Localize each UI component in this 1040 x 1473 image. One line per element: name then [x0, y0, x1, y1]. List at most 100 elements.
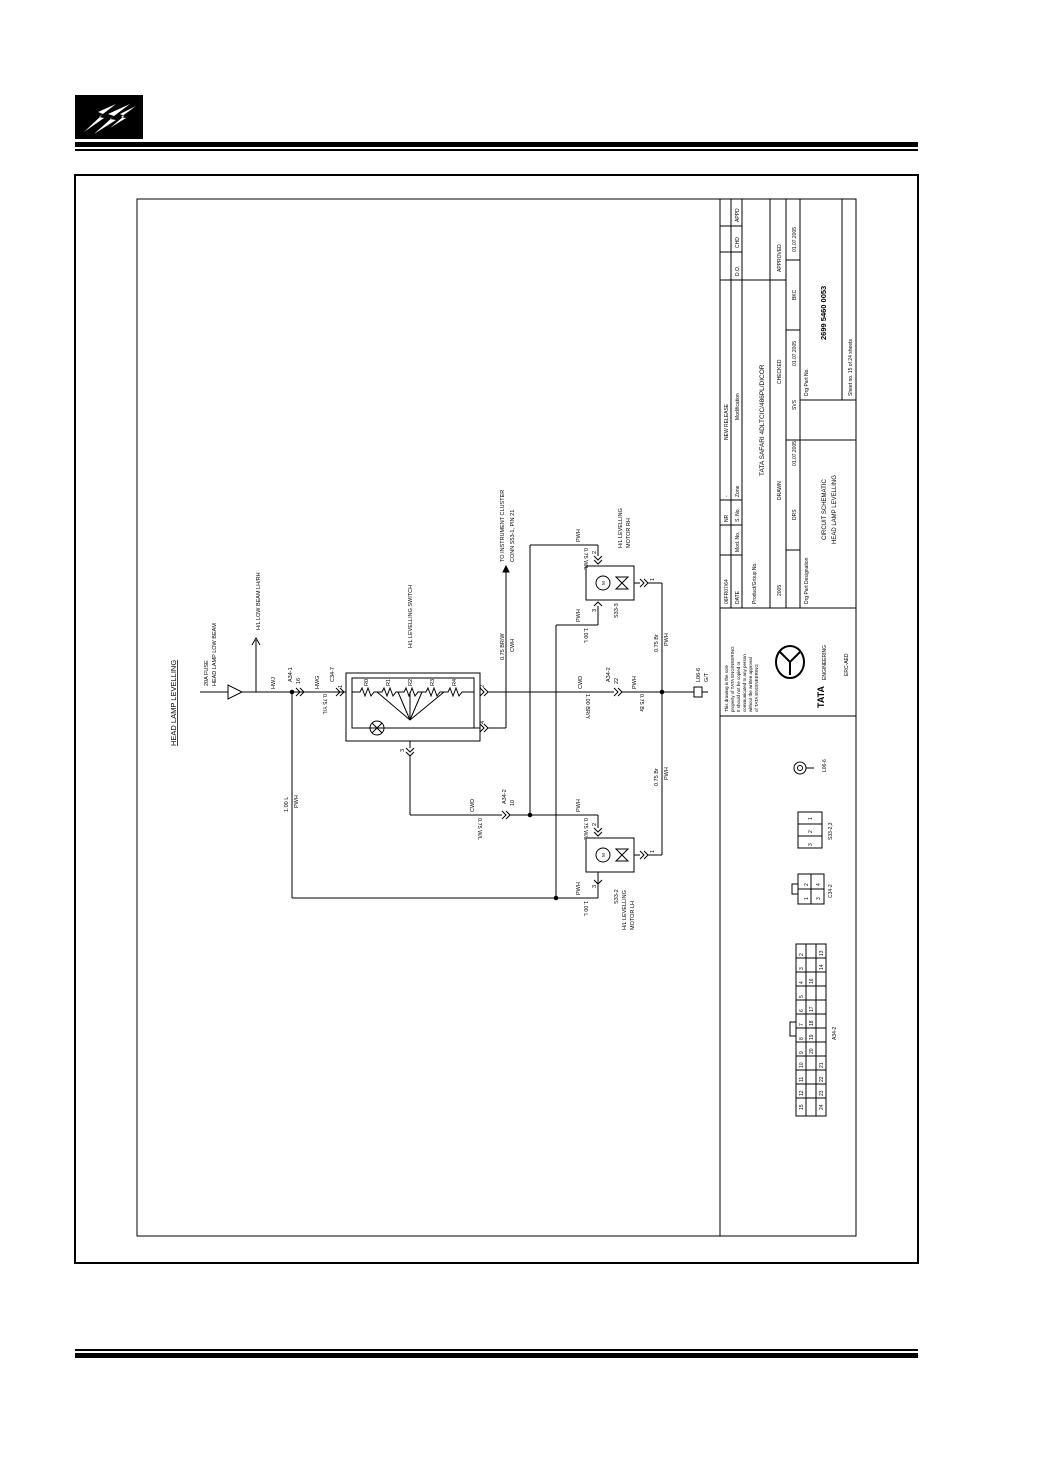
wire-100-l-rh: 1.00 L	[582, 628, 588, 643]
drg-part-designation: Drg Part Designation	[804, 557, 810, 604]
date-approved: 01.07.2005	[792, 227, 798, 252]
wire-075-wl-lh: 0.75 W/L	[582, 818, 588, 840]
low-beam-arrow-icon	[251, 636, 261, 646]
connector-l06-6: L06-6	[696, 668, 702, 682]
zone: Zone	[735, 485, 741, 497]
wire-pwh-bottom: PWH	[664, 767, 670, 780]
svg-text:2: 2	[804, 883, 810, 886]
schematic-labels: HEAD LAMP LEVELLING 20A FUSE HEAD LAMP L…	[169, 490, 710, 930]
cluster-label-1: TO INSTRUMENT CLUSTER	[500, 490, 506, 562]
pin-2-rh: 2	[592, 551, 598, 554]
svg-text:22: 22	[819, 1076, 825, 1082]
nr-dash: -	[724, 495, 730, 497]
header-rule-thin	[75, 149, 918, 151]
drs: DRS	[792, 509, 798, 520]
lightning-bolts-glyph	[84, 104, 136, 134]
connector-chevron-icon	[295, 687, 301, 697]
footprint-a34-2: A34-2	[832, 1026, 838, 1040]
date-checked: 01.07.2005	[792, 341, 798, 366]
footprint-labels: A34-2 C34-2 S33-2,3 L06-6 15 12 11 10 9 …	[799, 759, 838, 1110]
svg-text:7: 7	[799, 1023, 805, 1026]
wire-hwj: HWJ	[271, 677, 277, 689]
wire-cwd: CWD	[578, 676, 584, 689]
svg-text:3: 3	[799, 967, 805, 970]
svg-text:4: 4	[799, 981, 805, 984]
erc-label: ERC-AED	[844, 653, 850, 676]
pin-10: 10	[510, 800, 516, 806]
connector-a34-1: A34-1	[288, 667, 294, 682]
connector-s33-3: S33-3	[614, 603, 620, 618]
s-no: S. No.	[735, 508, 741, 522]
svg-text:3: 3	[816, 897, 822, 900]
vehicle-name: TATA SAFARI 4DLTCIC/486PL/DICOR	[759, 364, 766, 476]
svg-text:8: 8	[799, 1037, 805, 1040]
wire-075-wl-mid: 0.75 W/L	[476, 818, 482, 840]
fuse-label-2: HEAD LAMP LOW BEAM	[212, 623, 218, 686]
pin-16: 16	[296, 678, 302, 684]
pin-1-rh: 1	[650, 578, 656, 581]
release-date: 06FR07/64	[724, 579, 730, 604]
schematic	[200, 544, 708, 901]
approved: APPROVED	[777, 244, 783, 272]
do-label: D.O.	[735, 266, 741, 276]
svg-text:14: 14	[819, 964, 825, 970]
l06-6-footprint	[793, 761, 814, 775]
svg-text:4: 4	[816, 883, 822, 886]
svg-text:It should not be copied or: It should not be copied or	[736, 661, 741, 712]
motor-lh-icon	[595, 847, 611, 863]
svg-text:10: 10	[799, 1062, 805, 1068]
svg-text:24: 24	[819, 1104, 825, 1110]
pin-3-rh: 3	[592, 609, 598, 612]
drawn: DRAWN	[777, 481, 783, 500]
page-header	[75, 95, 918, 151]
wire-pwh-top: PWH	[664, 633, 670, 646]
lightning-bolts-icon	[75, 95, 143, 139]
svg-text:1: 1	[804, 897, 810, 900]
wire-pwh-left: PWH	[294, 795, 300, 808]
pin-1: 1	[338, 685, 344, 688]
footer-rule-thick	[75, 1353, 918, 1358]
s33-footprint	[797, 811, 823, 849]
svg-text:2: 2	[808, 830, 814, 833]
svg-text:without the written approval: without the written approval	[748, 657, 753, 712]
cluster-arrow-icon	[502, 564, 510, 573]
svg-text:23: 23	[819, 1090, 825, 1096]
wire-pwh-lh: PWH	[576, 799, 582, 812]
motor-rh-label-2: MOTOR RH	[626, 518, 632, 548]
mod-no: Mod. No.	[735, 532, 741, 552]
drawing-frame	[136, 198, 857, 1237]
a34-2-footprint	[789, 943, 827, 1117]
svg-text:12: 12	[799, 1090, 805, 1096]
svg-text:3: 3	[808, 843, 814, 846]
motor-rh-icon	[595, 575, 611, 591]
sheet-number: Sheet no. 15 of 24 sheets	[848, 339, 854, 396]
svg-text:15: 15	[799, 1104, 805, 1110]
svg-text:5: 5	[799, 995, 805, 998]
chd-label: CHD	[735, 237, 741, 248]
motor-m-rh: M	[601, 581, 606, 585]
resistor-r1: R1	[386, 679, 392, 686]
wire-hwg: HWG	[315, 676, 321, 689]
pin-3-lh: 3	[592, 885, 598, 888]
motor-m-lh: M	[601, 853, 606, 857]
svg-text:11: 11	[799, 1077, 805, 1082]
resistor-chain	[352, 686, 474, 698]
c34-pin-numbers: 2 1 4 3	[804, 883, 822, 900]
new-release: NEW RELEASE	[724, 403, 730, 440]
svg-text:19: 19	[809, 1034, 815, 1040]
wire-100-l-lh: 1.00 L	[582, 901, 588, 916]
connector-c34-7: C34-7	[330, 667, 336, 682]
date-label: DATE	[735, 590, 741, 604]
wire-075-br-top: 0.75 Br	[654, 634, 660, 652]
date-drawn: 01.07.2005	[792, 441, 798, 466]
wire-075-br-main: 0.75 Br	[638, 694, 644, 712]
bkc: BKC	[792, 289, 798, 300]
wire-075-br-bottom: 0.75 Br	[654, 768, 660, 786]
svg-text:communicated to any person: communicated to any person	[742, 654, 747, 712]
pin-4-switch: 4	[480, 721, 486, 724]
connector-a34-2-mid: A34-2	[502, 789, 508, 804]
svg-text:17: 17	[809, 1006, 815, 1012]
cluster-label-2: CONN S53-1, PIN 21	[510, 510, 516, 562]
pin-22: 22	[614, 678, 620, 684]
ownership-note: This drawing is the sole property of TAT…	[724, 646, 759, 712]
